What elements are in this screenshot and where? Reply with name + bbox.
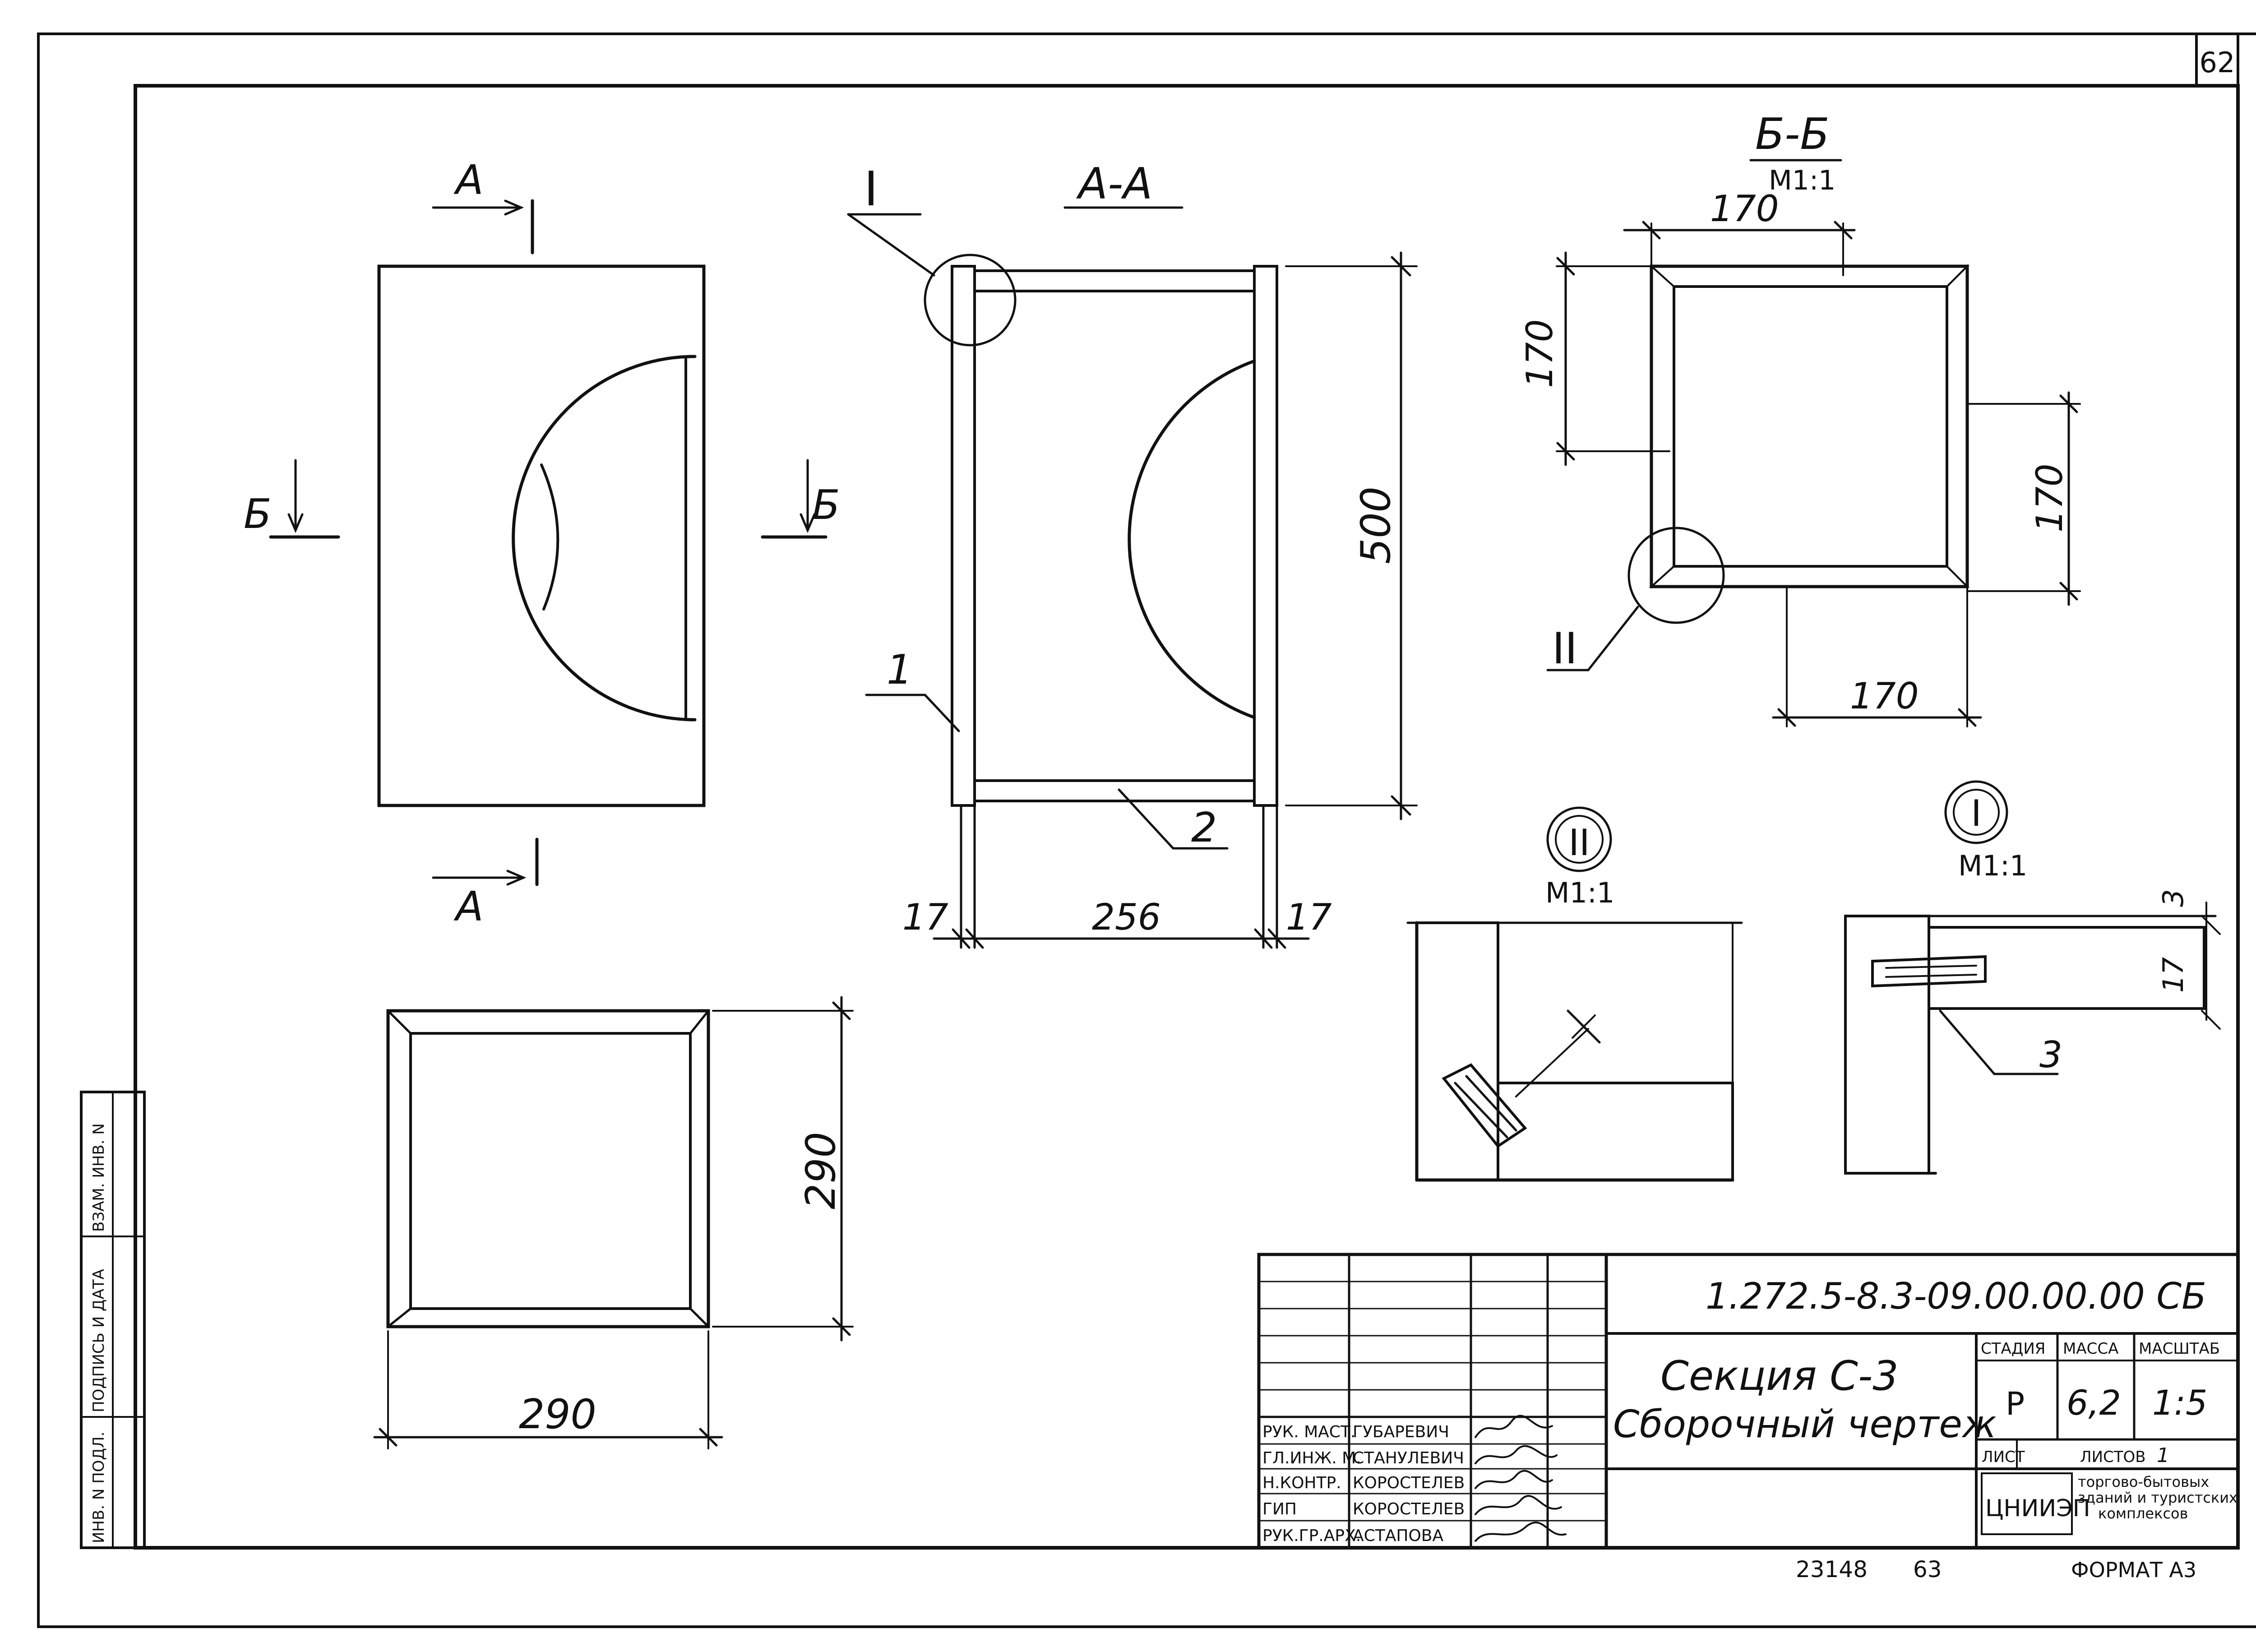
outer-frame (37, 32, 2256, 1628)
scale-header: МАСШТАБ (2139, 1340, 2220, 1358)
pos-3: 3 (2039, 1034, 2062, 1076)
staff-role-1: ГЛ.ИНЖ. М. (1262, 1449, 1361, 1467)
detail-1-scale: М1:1 (1958, 849, 2027, 882)
mass-header: МАССА (2063, 1340, 2118, 1358)
pos-1: 1 (887, 646, 912, 694)
mass-value: 6,2 (2066, 1383, 2121, 1423)
dim-detail-gap: 3 (2157, 889, 2190, 907)
staff-name-0: ГУБАРЕВИЧ (1353, 1423, 1449, 1441)
detail-1: I М1:1 3 3 17 (1844, 780, 2221, 1175)
dim-front-width: 290 (519, 1391, 596, 1438)
arrow-a-top: А (453, 157, 484, 204)
staff-name-1: СТАНУЛЕВИЧ (1353, 1449, 1464, 1467)
dim-front-height: 290 (797, 1132, 845, 1209)
archive-code: 23148 (1796, 1556, 1868, 1583)
staff-role-4: РУК.ГР.АРХ. (1262, 1527, 1361, 1545)
stage-value: Р (2006, 1385, 2025, 1422)
sheet-label: ЛИСТ (1982, 1448, 2025, 1466)
staff-role-3: ГИП (1262, 1500, 1297, 1518)
org-name-2: зданий и туристских (2078, 1489, 2238, 1506)
stamp-sign-date: ПОДПИСЬ И ДАТА (90, 1269, 108, 1412)
stamp-inv-repl: ВЗАМ. ИНВ. N (90, 1123, 108, 1232)
inner-frame (134, 84, 2240, 1550)
archive-sheet: 63 (1913, 1556, 1942, 1583)
side-stamp: ИНВ. N ПОДЛ. ПОДПИСЬ И ДАТА ВЗАМ. ИНВ. N (80, 1091, 146, 1549)
format-label: ФОРМАТ А3 (2071, 1558, 2196, 1582)
sheets-label: ЛИСТОВ (2080, 1448, 2146, 1466)
staff-role-0: РУК. МАСТ. (1262, 1423, 1355, 1441)
dim-500: 500 (1352, 486, 1400, 564)
org-name-3: комплексов (2098, 1505, 2188, 1522)
title-block: РУК. МАСТ. ГУБАРЕВИЧ ГЛ.ИНЖ. М. СТАНУЛЕВ… (1257, 1253, 2240, 1550)
section-bb-scale: М1:1 (1769, 165, 1835, 196)
detail-1-mark: I (1971, 792, 1982, 834)
staff-name-3: КОРОСТЕЛЕВ (1353, 1500, 1465, 1518)
stage-header: СТАДИЯ (1981, 1340, 2045, 1358)
arrow-b-right: Б (812, 481, 840, 529)
sheets-count: 1 (2157, 1444, 2169, 1467)
detail-2: II М1:1 (1406, 806, 1743, 1182)
callout-detail-2: II (1552, 624, 1577, 674)
front-view: А А Б Б (244, 157, 840, 930)
arrow-a-bottom: А (453, 883, 484, 930)
section-aa: А-А I 1 2 500 (847, 159, 1418, 949)
dim-detail-thick: 17 (2157, 957, 2190, 993)
arrow-b-left: Б (244, 491, 272, 538)
title-line-2: Сборочный чертеж (1613, 1402, 1997, 1446)
staff-name-4: АСТАПОВА (1353, 1527, 1443, 1545)
dim-wall-right: 17 (1286, 896, 1332, 938)
dim-bb-bottom: 170 (1850, 675, 1919, 717)
dim-bb-right: 170 (2029, 463, 2071, 532)
sheet-number-box (2195, 32, 2239, 87)
staff-name-2: КОРОСТЕЛЕВ (1353, 1474, 1465, 1492)
callout-detail-1: I (864, 162, 878, 217)
plan-view: 290 290 (373, 996, 854, 1449)
dim-inner-256: 256 (1092, 896, 1161, 938)
detail-2-scale: М1:1 (1545, 876, 1614, 909)
detail-2-mark: II (1568, 822, 1590, 864)
section-bb-label: Б-Б (1755, 110, 1830, 159)
stamp-inv-orig: ИНВ. N ПОДЛ. (90, 1432, 108, 1543)
sheet-number: 62 (2200, 46, 2235, 79)
section-aa-label: А-А (1076, 159, 1152, 209)
section-bb: Б-Б М1:1 II 170 170 170 (1519, 110, 2081, 727)
designation: 1.272.5-8.3-09.00.00.00 СБ (1706, 1275, 2206, 1317)
title-line-1: Секция С-3 (1660, 1352, 1899, 1400)
pos-2: 2 (1191, 804, 1217, 851)
dim-bb-left: 170 (1519, 319, 1561, 388)
signatures (1475, 1415, 1567, 1542)
scale-value: 1:5 (2152, 1383, 2207, 1423)
org-logo: ЦНИИЭП (1985, 1495, 2090, 1522)
dim-wall-left: 17 (902, 896, 948, 938)
dim-bb-top: 170 (1710, 188, 1779, 230)
staff-role-2: Н.КОНТР. (1262, 1474, 1341, 1492)
org-name-1: торгово-бытовых (2078, 1473, 2209, 1490)
